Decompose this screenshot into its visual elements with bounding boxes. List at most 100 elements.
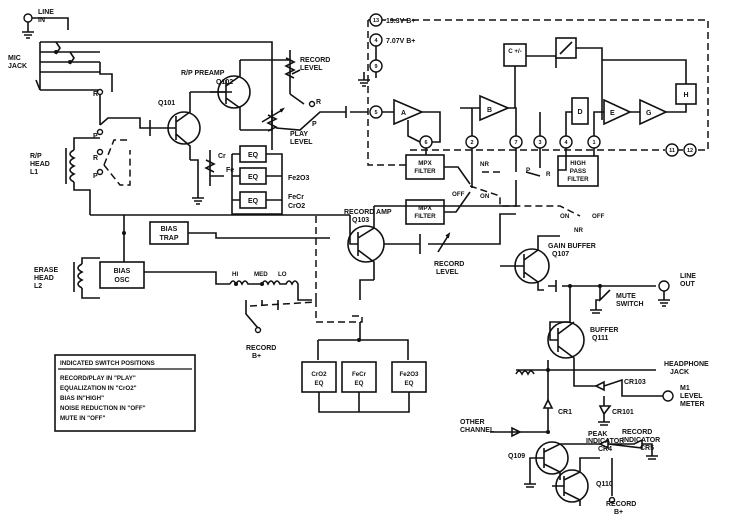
mpx-filter-1-l1: MPX — [418, 160, 432, 167]
nr-on-2: ON — [560, 213, 570, 220]
bias-section: BIAS TRAP BIAS OSC ERASE HEAD L2 HI MED … — [34, 214, 350, 360]
bias-osc-box — [99, 261, 145, 289]
record-level-top-label: RECORD — [300, 57, 330, 64]
rp-head-label-3: L1 — [30, 169, 38, 176]
record-bplus-bottom-l1: RECORD — [606, 501, 636, 508]
legend-item-5: MUTE IN "OFF" — [60, 415, 105, 422]
bias-med-label: MED — [254, 271, 268, 278]
record-bplus-mid-l1: RECORD — [246, 345, 276, 352]
hpf-l3: FILTER — [567, 176, 589, 183]
mic-jack-label: MIC — [8, 55, 21, 62]
nr-off-1: OFF — [452, 191, 465, 198]
record-bplus-bottom-l2: B+ — [614, 509, 623, 516]
hpf-l2: PASS — [570, 168, 586, 175]
pin-7: 7 — [514, 140, 517, 146]
ic-amplifiers: A B C +/- D E G H — [382, 37, 697, 143]
headphone-jack-l2: JACK — [670, 369, 689, 376]
legend-item-2: EQUALIZATION IN "CrO2" — [60, 385, 137, 392]
peak-indicator-l2: INDICATOR — [586, 438, 624, 445]
eq-switch-fe: Fe — [226, 167, 234, 174]
supply-13v-label: 13.3V B+ — [386, 18, 415, 25]
eq-fecr-l1: FeCr — [352, 371, 367, 378]
q107-label: Q107 — [552, 251, 569, 258]
eq-fe2o3-l1: Fe2O3 — [400, 371, 419, 378]
block-e: E — [610, 110, 615, 117]
switch-r-1: R — [93, 91, 98, 98]
record-level-mid-l1: RECORD — [434, 261, 464, 268]
buffer-label: BUFFER — [590, 327, 618, 334]
block-c: C +/- — [508, 48, 522, 55]
hpf-l1: HIGH — [570, 160, 586, 167]
legend-title: INDICATED SWITCH POSITIONS — [60, 360, 155, 367]
block-h: H — [683, 92, 688, 99]
nr-off-2: OFF — [592, 213, 605, 220]
bias-osc-l1: BIAS — [114, 268, 131, 275]
tape-type-fecr: FeCr — [288, 194, 304, 201]
play-level-r: R — [316, 99, 321, 106]
eq-box-3: EQ — [248, 198, 259, 205]
ic-switch-p: P — [526, 167, 530, 174]
supply-7v-label: 7.07V B+ — [386, 38, 415, 45]
q109-q110-indicator: Q109 PEAK INDICATOR CR4 RECORD INDICATOR… — [508, 429, 660, 516]
eq-switch-cr: Cr — [218, 153, 226, 160]
record-level-top-label-2: LEVEL — [300, 65, 323, 72]
ic-switch-r: R — [546, 171, 551, 178]
line-in-label: LINE — [38, 9, 54, 16]
eq-box-2: EQ — [248, 174, 259, 181]
block-a: A — [401, 110, 406, 117]
nr-on-1: ON — [480, 193, 490, 200]
play-level-label-2: LEVEL — [290, 139, 313, 146]
eq-fecr-l2: EQ — [355, 380, 364, 387]
cr103-label: CR103 — [624, 379, 646, 386]
m1-l3: METER — [680, 401, 705, 408]
other-channel-l1: OTHER — [460, 419, 485, 426]
q110-label: Q110 — [596, 481, 613, 488]
mpx-filter-2-box — [405, 199, 445, 225]
mpx-filter-1-l2: FILTER — [414, 168, 436, 175]
block-g: G — [646, 110, 652, 117]
switch-positions-legend: INDICATED SWITCH POSITIONS RECORD/PLAY I… — [54, 354, 196, 432]
record-eq-network: CrO2 EQ FeCr EQ Fe2O3 EQ — [301, 322, 427, 413]
block-d: D — [577, 109, 582, 116]
preamp-eq-network: EQ EQ EQ Cr Fe Fe2O3 FeCr CrO2 — [192, 145, 310, 215]
cr101-label: CR101 — [612, 409, 634, 416]
eq-fe2o3-l2: EQ — [405, 380, 414, 387]
eq-cro2-l1: CrO2 — [311, 371, 327, 378]
filter-blocks: MPX FILTER MPX FILTER HIGH PASS FILTER O… — [405, 148, 605, 234]
pin-4a: 4 — [374, 38, 378, 44]
record-level-pot-top: RECORD LEVEL — [284, 50, 330, 108]
erase-head-l1: ERASE — [34, 267, 58, 274]
record-level-mid-l2: LEVEL — [436, 269, 459, 276]
tape-type-cro2: CrO2 — [288, 203, 305, 210]
q111-label: Q111 — [592, 335, 608, 342]
play-level-p: P — [312, 121, 317, 128]
eq-cro2-l2: EQ — [315, 380, 324, 387]
eq-cro2-box — [301, 361, 337, 393]
q107-gain-buffer: GAIN BUFFER Q107 LINE OUT MUTE SWITCH — [500, 235, 696, 322]
legend-item-1: RECORD/PLAY IN "PLAY" — [60, 375, 136, 382]
erase-head-l2: HEAD — [34, 275, 54, 282]
pin-5: 5 — [374, 110, 377, 116]
pin-11: 11 — [669, 148, 675, 154]
record-amp-label: RECORD AMP — [344, 209, 392, 216]
pin-12: 12 — [687, 148, 693, 154]
rp-head-label: R/P — [30, 153, 42, 160]
record-bplus-mid-l2: B+ — [252, 353, 261, 360]
mute-switch-l1: MUTE — [616, 293, 636, 300]
line-in-label-2: IN — [38, 17, 45, 24]
record-indicator-l3: CR5 — [640, 445, 654, 452]
record-indicator-l2: INDICATOR — [622, 437, 660, 444]
play-level-label: PLAY — [290, 131, 308, 138]
q103-label: Q103 — [352, 217, 369, 224]
m1-l2: LEVEL — [680, 393, 703, 400]
pin-13: 13 — [373, 18, 379, 24]
pin-4b: 4 — [564, 140, 568, 146]
rp-head-coil: R/P HEAD L1 — [30, 137, 100, 215]
peak-indicator-l3: CR4 — [598, 446, 612, 453]
mic-jack-label-2: JACK — [8, 63, 27, 70]
q103-record-amp: RECORD AMP Q103 RECORD LEVEL — [315, 180, 517, 323]
other-channel-l2: CHANNEL — [460, 427, 495, 434]
switch-p-2: P — [93, 173, 98, 180]
rp-head-label-2: HEAD — [30, 161, 50, 168]
switch-r-2: R — [93, 155, 98, 162]
